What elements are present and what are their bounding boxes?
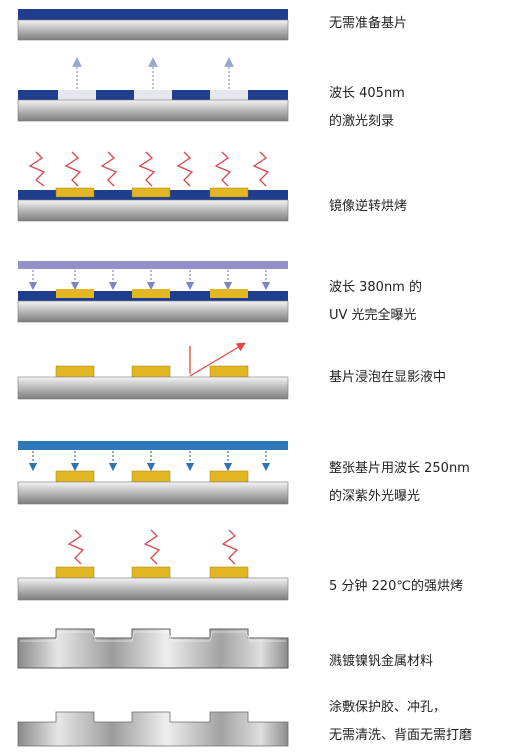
reversed-region xyxy=(132,289,170,298)
resist-feature xyxy=(55,365,95,378)
reversed-region xyxy=(131,187,171,198)
metal-layer xyxy=(17,628,289,669)
exposed-region xyxy=(134,90,172,100)
step-4-label: 波长 380nm 的 UV 光完全曝光 xyxy=(329,274,422,330)
step-8-label: 溅镀镍钒金属材料 xyxy=(329,648,433,676)
resist-feature xyxy=(131,470,171,483)
step-9-label: 涂敷保护胶、冲孔， 无需清洗、背面无需打磨 xyxy=(329,694,472,750)
step-5-figure xyxy=(17,342,289,400)
step-9-figure xyxy=(17,711,289,747)
label-line: 镜像逆转烘烤 xyxy=(329,199,408,214)
step-3-figure xyxy=(17,151,289,222)
uv-light-bar xyxy=(18,261,288,269)
resist-layer xyxy=(18,9,288,20)
step-4-figure xyxy=(17,261,289,323)
substrate xyxy=(17,577,289,601)
resist-feature xyxy=(131,365,171,378)
step-1-figure xyxy=(17,9,289,41)
label-line: 无需准备基片 xyxy=(329,16,408,31)
substrate xyxy=(17,19,289,41)
laser-arrow xyxy=(72,57,234,89)
label-line: 整张基片用波长 250nm xyxy=(329,461,470,476)
reversed-region xyxy=(210,289,248,298)
step-6-label: 整张基片用波长 250nm 的深紫外光曝光 xyxy=(329,455,470,511)
heat-wave xyxy=(28,151,270,187)
protected-metal xyxy=(17,711,289,747)
label-line: 溅镀镍钒金属材料 xyxy=(329,654,434,669)
substrate xyxy=(17,376,289,400)
step-6-figure xyxy=(17,441,289,505)
label-line: 基片浸泡在显影液中 xyxy=(329,370,447,385)
heat-wave xyxy=(67,529,239,565)
reversed-region xyxy=(56,289,94,298)
step-1-label: 无需准备基片 xyxy=(329,10,407,38)
substrate xyxy=(17,481,289,505)
step-8-figure xyxy=(17,628,289,669)
label-line: UV 光完全曝光 xyxy=(329,308,417,323)
label-line: 无需清洗、背面无需打磨 xyxy=(329,728,473,743)
resist-feature xyxy=(55,566,95,579)
reversed-region xyxy=(55,187,95,198)
label-line: 的深紫外光曝光 xyxy=(329,489,421,504)
resist-feature xyxy=(209,566,249,579)
resist-feature xyxy=(55,470,95,483)
reversed-region xyxy=(209,187,249,198)
step-5-label: 基片浸泡在显影液中 xyxy=(329,364,446,392)
reflection-arrow xyxy=(189,342,246,377)
label-line: 的激光刻录 xyxy=(329,114,395,129)
exposed-region xyxy=(58,90,96,100)
resist-feature xyxy=(131,566,171,579)
duv-arrow xyxy=(28,451,271,472)
resist-feature xyxy=(209,365,249,378)
step-2-label: 波长 405nm 的激光刻录 xyxy=(329,80,405,136)
label-line: 波长 380nm 的 xyxy=(329,280,422,295)
duv-light-bar xyxy=(18,441,288,450)
exposed-region xyxy=(210,90,248,100)
uv-arrow xyxy=(28,270,271,291)
substrate xyxy=(17,99,289,122)
step-7-figure xyxy=(17,529,289,601)
step-7-label: 5 分钟 220℃的强烘烤 xyxy=(329,573,463,601)
substrate xyxy=(17,199,289,222)
step-2-figure xyxy=(17,57,289,122)
step-3-label: 镜像逆转烘烤 xyxy=(329,193,407,221)
resist-feature xyxy=(209,470,249,483)
label-line: 5 分钟 220℃的强烘烤 xyxy=(329,579,463,594)
substrate xyxy=(17,300,289,323)
label-line: 波长 405nm xyxy=(329,86,405,101)
label-line: 涂敷保护胶、冲孔， xyxy=(329,700,447,715)
